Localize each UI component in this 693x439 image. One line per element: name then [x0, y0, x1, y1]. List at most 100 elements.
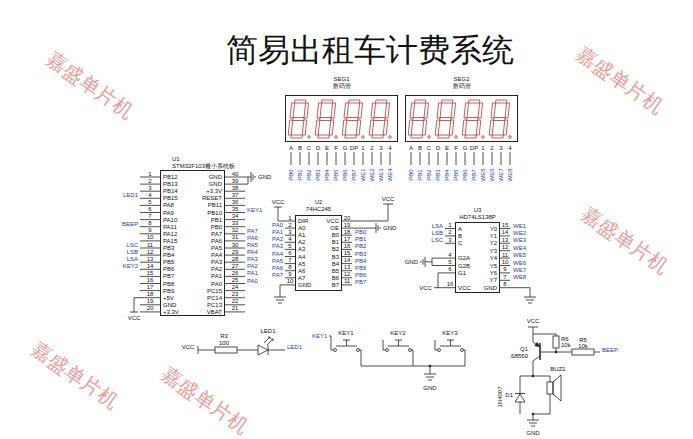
- pin-name: G2B: [458, 263, 470, 269]
- pin-number: 24: [232, 284, 239, 290]
- pin-letter: C: [307, 145, 311, 151]
- pin-number: 11: [147, 242, 153, 248]
- buffer-chip: DIRA0A1A2A3A4A5A6A7GNDVCCOEB0B1B2B3B4B5B…: [295, 199, 342, 291]
- pin-number: 12: [344, 271, 351, 277]
- component-label: LED1: [260, 328, 275, 334]
- net-label: PA5: [247, 242, 258, 248]
- pin-name: PB7: [163, 273, 174, 279]
- pin-name: VCC: [326, 218, 339, 224]
- digit: [342, 100, 364, 138]
- net-label: PA4: [247, 249, 258, 255]
- pin-number: 15: [344, 250, 351, 256]
- pin-number: 8: [503, 281, 506, 287]
- switch-contact: [409, 349, 412, 352]
- net-label: PA0: [272, 222, 283, 228]
- component-label: 10k: [578, 343, 588, 349]
- resistor-symbol: [215, 347, 237, 353]
- pin-number: 18: [147, 291, 154, 297]
- net-label: PB0: [288, 169, 294, 180]
- pin-number: 7: [148, 213, 151, 219]
- pin-number: 3: [288, 229, 291, 235]
- component-label: BUZ1: [550, 366, 565, 372]
- led-symbol: [258, 337, 273, 355]
- pin-name: PB10: [207, 210, 222, 216]
- part-ref: U2: [295, 199, 342, 206]
- pin-name: PA1: [211, 273, 222, 279]
- switch-contact: [386, 349, 389, 352]
- pin-number: 26: [232, 270, 239, 276]
- pin-letter: E: [445, 145, 449, 151]
- pin-name: PB13: [163, 181, 178, 187]
- net-label: PB1: [297, 169, 303, 180]
- component-label: VCC: [182, 344, 195, 350]
- pin-name: PA0: [211, 281, 222, 287]
- pin-letter: A: [409, 145, 413, 151]
- net-label: WE1: [360, 168, 366, 181]
- pin-name: PA6: [211, 238, 222, 244]
- pin-number: 6: [448, 266, 451, 272]
- part-name: HD74LS138P: [455, 214, 500, 221]
- buzzer-symbol: [553, 375, 561, 401]
- net-label: PA0: [247, 278, 258, 284]
- pin-name: PB5: [163, 259, 174, 265]
- pin-number: 20: [147, 305, 154, 311]
- pin-number: 4: [288, 236, 291, 242]
- pin-name: PA9: [163, 210, 174, 216]
- pin-name: PB8: [163, 281, 174, 287]
- switch-contact: [461, 349, 464, 352]
- net-label: PA6: [247, 235, 258, 241]
- net-label: LSB: [432, 230, 443, 236]
- pin-name: Y2: [490, 240, 497, 246]
- part-ref: U1: [160, 156, 250, 163]
- net-label: LSA: [127, 256, 138, 262]
- pin-number: 14: [147, 263, 154, 269]
- pin-letter: D: [436, 145, 440, 151]
- pin-number: 18: [344, 229, 351, 235]
- pin-number: 10: [502, 259, 509, 265]
- net-label: PB5: [453, 169, 459, 180]
- diode-symbol: [515, 394, 525, 402]
- pin-name: G1: [458, 270, 466, 276]
- net-label: BEEP: [602, 347, 618, 353]
- pin-name: B0: [332, 232, 339, 238]
- pin-letter: G: [463, 145, 468, 151]
- pin-number: 27: [232, 263, 239, 269]
- component-label: 100: [219, 340, 229, 346]
- pin-name: PB4: [163, 252, 174, 258]
- pin-name: A0: [298, 225, 305, 231]
- buzzer-symbol: [547, 382, 553, 394]
- net-label: KEY1: [312, 333, 327, 339]
- pin-name: PA5: [211, 245, 222, 251]
- net-label: PB5: [333, 169, 339, 180]
- component-label: 1N4007: [497, 386, 503, 407]
- pin-name: GND: [209, 181, 222, 187]
- net-label: LSA: [432, 223, 443, 229]
- component-label: GND: [405, 259, 418, 265]
- pin-name: PC15: [207, 288, 222, 294]
- pin-name: B2: [332, 246, 339, 252]
- net-label: PA1: [272, 229, 283, 235]
- pin-name: PA2: [211, 266, 222, 272]
- pin-number: 5: [448, 259, 451, 265]
- component-label: R3: [220, 333, 228, 339]
- pin-number: 9: [288, 271, 291, 277]
- net-label: PA2: [272, 236, 283, 242]
- component-label: GND: [526, 430, 539, 436]
- part-name: 数码管: [285, 83, 398, 90]
- pin-name: DIR: [298, 218, 308, 224]
- component-label: S8550: [511, 353, 528, 359]
- watermark: 嘉盛单片机: [573, 43, 666, 117]
- pin-number: 10: [147, 234, 154, 240]
- pin-number: 28: [232, 256, 239, 262]
- pin-name: A: [458, 226, 462, 232]
- net-label: PB7: [355, 279, 366, 285]
- pin-number: 22: [232, 298, 239, 304]
- mcu-board-outline: PB12PB13PB14PB15PA8PA9PA10PA11PA12PA15PB…: [160, 170, 225, 316]
- digit: [489, 100, 511, 138]
- pin-name: Y6: [490, 270, 497, 276]
- pin-name: Y0: [490, 226, 497, 232]
- pin-name: PB11: [208, 202, 222, 208]
- pin-number: 3: [148, 185, 151, 191]
- component-label: R6: [561, 336, 569, 342]
